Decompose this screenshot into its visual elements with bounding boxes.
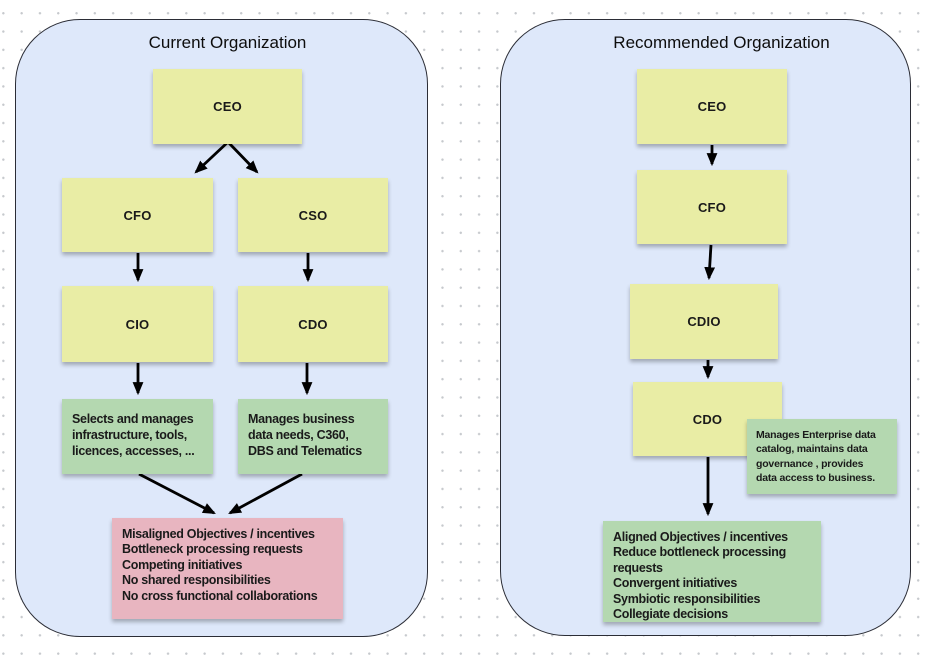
note-recommended-outcome[interactable]: Aligned Objectives / incentives Reduce b… — [603, 521, 821, 622]
node-label-recommended-cdo: CDO — [692, 411, 723, 427]
panel-title-current: Current Organization — [148, 33, 307, 52]
note-current-cio-role[interactable]: Selects and manages infrastructure, tool… — [62, 399, 213, 474]
panel-title-recommended: Recommended Organization — [613, 33, 830, 52]
node-recommended-cfo[interactable]: CFO — [637, 170, 787, 244]
arrow-recommended-cfo-to-cdio[interactable] — [704, 244, 716, 281]
node-label-recommended-cdio: CDIO — [687, 314, 721, 329]
node-current-cso[interactable]: CSO — [238, 178, 388, 252]
node-current-ceo[interactable]: CEO — [153, 69, 302, 144]
note-current-outcome[interactable]: Misaligned Objectives / incentives Bottl… — [112, 518, 343, 619]
node-recommended-ceo[interactable]: CEO — [637, 69, 787, 144]
arrow-current-cdorole-to-outcome[interactable] — [228, 472, 303, 515]
node-label-recommended-ceo: CEO — [697, 99, 727, 114]
arrow-current-ceo-to-cfo[interactable] — [194, 140, 229, 174]
note-recommended-cdo-description[interactable]: Manages Enterprise data catalog, maintai… — [747, 419, 897, 494]
note-current-cdo-role[interactable]: Manages business data needs, C360, DBS a… — [238, 399, 388, 474]
node-current-cio[interactable]: CIO — [62, 286, 213, 362]
node-label-current-cfo: CFO — [123, 207, 152, 223]
node-current-cdo[interactable]: CDO — [238, 286, 388, 362]
node-recommended-cdio[interactable]: CDIO — [630, 284, 778, 359]
node-label-current-cdo: CDO — [298, 316, 328, 332]
node-current-cfo[interactable]: CFO — [62, 178, 213, 252]
node-label-current-cio: CIO — [125, 316, 150, 332]
node-label-current-cso: CSO — [298, 207, 328, 223]
node-label-recommended-cfo: CFO — [697, 199, 727, 215]
node-label-current-ceo: CEO — [213, 99, 242, 114]
arrow-current-ceo-to-cso[interactable] — [226, 141, 259, 174]
arrow-current-ciorole-to-outcome[interactable] — [138, 472, 216, 515]
